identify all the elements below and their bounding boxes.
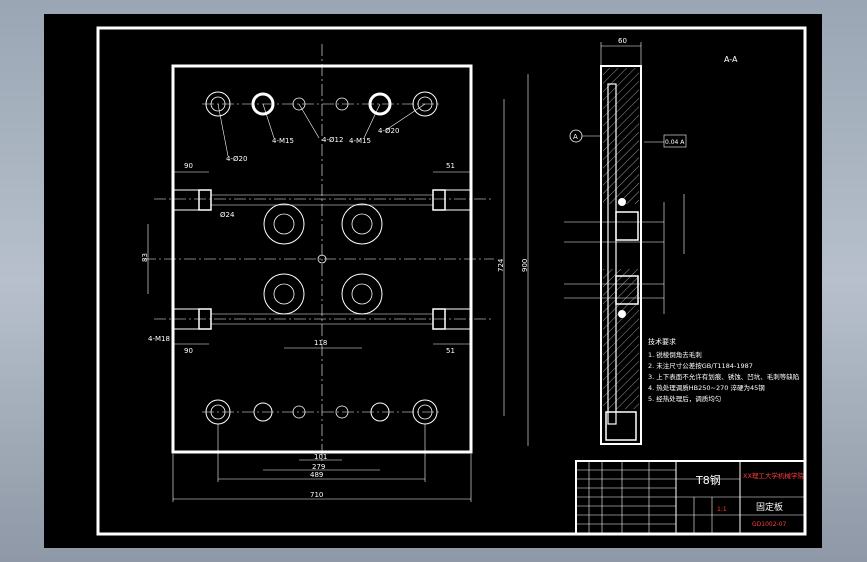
label-side-b: 4-M18 xyxy=(148,335,170,343)
section-view-label: A-A xyxy=(724,55,738,64)
technical-notes: 技术要求 1. 锐棱倒角去毛刺 2. 未注尺寸公差按GB/T1184-1987 … xyxy=(648,337,799,403)
notes-title: 技术要求 xyxy=(648,337,676,346)
label-hole-c: 4-Ø12 xyxy=(322,136,343,144)
title-scale: 1:1 xyxy=(717,506,727,513)
leader-lines xyxy=(217,103,426,157)
cad-viewport[interactable]: 4-Ø20 4-M15 4-Ø12 4-M15 4-Ø20 Ø24 4-M18 … xyxy=(44,14,822,548)
title-school: XX理工大学机械学院 xyxy=(743,471,804,480)
note-1: 1. 锐棱倒角去毛刺 xyxy=(648,350,702,359)
dim-right-outer: 900 xyxy=(521,259,529,272)
note-4: 4. 热处理调质HB250~270 淬硬为45钢 xyxy=(648,383,765,392)
section-width-label: 60 xyxy=(618,37,627,45)
dim-top-left: 90 xyxy=(184,162,193,170)
label-hole-a: 4-Ø20 xyxy=(226,155,247,163)
dim-top-right: 51 xyxy=(446,162,455,170)
tolerance-label: 0.04 A xyxy=(665,139,685,146)
dim-left-vertical: 83 xyxy=(141,253,149,262)
dim-bottom-right: 51 xyxy=(446,347,455,355)
dim-bottom-710: 710 xyxy=(310,491,323,499)
title-block xyxy=(575,460,806,535)
title-drawing-no: GD1002-07 xyxy=(752,521,787,528)
section-view xyxy=(564,42,687,445)
drawing-border xyxy=(96,26,807,536)
dim-bottom-left: 90 xyxy=(184,347,193,355)
dim-center-gap: 118 xyxy=(314,339,327,347)
label-hole-d: 4-M15 xyxy=(349,137,371,145)
note-2: 2. 未注尺寸公差按GB/T1184-1987 xyxy=(648,361,753,370)
title-part-name: 固定板 xyxy=(756,501,783,513)
dim-bottom-279: 279 xyxy=(312,463,325,471)
dimension-lines xyxy=(147,74,529,502)
dim-right-inner: 724 xyxy=(497,258,505,272)
top-hole-row xyxy=(202,91,442,117)
label-side-a: Ø24 xyxy=(220,211,235,219)
plan-view: 4-Ø20 4-M15 4-Ø12 4-M15 4-Ø20 Ø24 4-M18 … xyxy=(141,44,529,502)
dim-bottom-489: 489 xyxy=(310,471,323,479)
label-hole-b: 4-M15 xyxy=(272,137,294,145)
dim-bottom-101: 101 xyxy=(314,453,327,461)
note-5: 5. 经热处理后，调质均匀 xyxy=(648,394,721,403)
section-outline xyxy=(600,65,642,445)
drawing-canvas: 4-Ø20 4-M15 4-Ø12 4-M15 4-Ø20 Ø24 4-M18 … xyxy=(96,26,807,536)
side-bosses xyxy=(172,189,472,330)
datum-label: A xyxy=(573,133,578,141)
label-hole-e: 4-Ø20 xyxy=(378,127,399,135)
title-material: T8钢 xyxy=(695,474,721,487)
note-3: 3. 上下表面不允许有划痕、锈蚀、凹坑、毛刺等缺陷 xyxy=(648,372,799,381)
bottom-hole-row xyxy=(202,399,442,425)
